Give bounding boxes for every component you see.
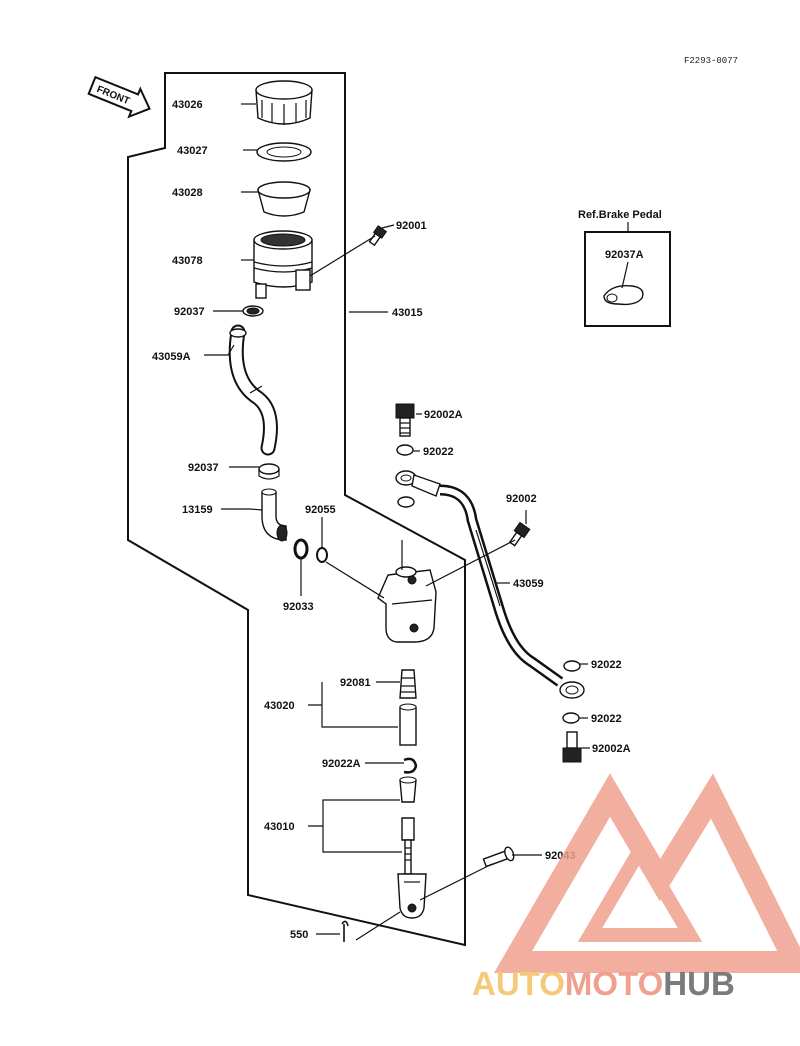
banjo-bolt-top xyxy=(395,403,415,437)
figure-code: F2293-0077 xyxy=(684,56,738,66)
washer-right-2 xyxy=(562,712,580,724)
front-arrow-icon: FRONT xyxy=(87,75,151,119)
label-43078: 43078 xyxy=(172,255,203,267)
label-13159: 13159 xyxy=(182,504,213,516)
watermark-logo xyxy=(493,773,800,973)
washer-lower xyxy=(397,496,415,508)
label-43059A: 43059A xyxy=(152,351,191,363)
master-cylinder-body xyxy=(377,566,437,643)
label-43027: 43027 xyxy=(177,145,208,157)
label-43026: 43026 xyxy=(172,99,203,111)
clevis xyxy=(397,873,427,919)
watermark-part1: AUTO xyxy=(472,965,565,1002)
label-92022-top: 92022 xyxy=(423,446,454,458)
label-43028: 43028 xyxy=(172,187,203,199)
reference-box xyxy=(584,231,671,327)
diaphragm xyxy=(257,181,311,217)
label-92081: 92081 xyxy=(340,677,371,689)
brake-hose-fitting-bottom xyxy=(559,681,585,699)
label-92022-right1: 92022 xyxy=(591,659,622,671)
label-92037-mid: 92037 xyxy=(188,462,219,474)
hose-clamp-mid xyxy=(258,463,280,480)
clevis-pin xyxy=(482,846,515,868)
reference-label: Ref.Brake Pedal xyxy=(578,209,662,221)
diaphragm-plate xyxy=(256,142,312,162)
label-92037A: 92037A xyxy=(605,249,644,261)
circlip-92022A xyxy=(403,757,418,774)
brake-hose-fitting-top xyxy=(395,470,441,497)
part-labels: 43026 43027 43028 92001 43078 43015 9203… xyxy=(152,99,644,941)
label-43059: 43059 xyxy=(513,578,544,590)
label-92002A-top: 92002A xyxy=(424,409,463,421)
o-ring-92033 xyxy=(293,538,309,560)
label-550: 550 xyxy=(290,929,308,941)
piston-sleeve xyxy=(399,776,417,803)
reservoir-cap xyxy=(255,80,313,125)
watermark-text: AUTOMOTOHUB xyxy=(472,965,735,1002)
assembly-frame xyxy=(127,72,466,947)
leader-lines xyxy=(204,103,629,941)
reservoir xyxy=(253,230,313,299)
label-92022-right2: 92022 xyxy=(591,713,622,725)
brake-pedal-clamp xyxy=(603,285,644,306)
circlip-92055 xyxy=(316,547,328,563)
label-92033: 92033 xyxy=(283,601,314,613)
push-rod-cup xyxy=(399,703,417,746)
cotter-pin xyxy=(341,920,349,942)
label-92055: 92055 xyxy=(305,504,336,516)
hose-clamp-top xyxy=(242,305,264,317)
label-92002A-bottom: 92002A xyxy=(592,743,631,755)
banjo-bolt-bottom xyxy=(562,731,582,763)
bolt-92002 xyxy=(508,521,531,547)
label-43010: 43010 xyxy=(264,821,295,833)
push-rod-boot xyxy=(399,669,417,699)
label-92022A: 92022A xyxy=(322,758,361,770)
hose-elbow xyxy=(261,488,288,542)
bolt-92001 xyxy=(368,225,388,247)
washer-top xyxy=(396,444,414,456)
washer-right-1 xyxy=(563,660,581,672)
label-43015: 43015 xyxy=(392,307,423,319)
watermark-part2: MOTO xyxy=(565,965,663,1002)
label-43020: 43020 xyxy=(264,700,295,712)
label-92037-top: 92037 xyxy=(174,306,205,318)
push-rod xyxy=(401,817,415,875)
label-92001: 92001 xyxy=(396,220,427,232)
label-92002: 92002 xyxy=(506,493,537,505)
watermark-part3: HUB xyxy=(663,965,735,1002)
